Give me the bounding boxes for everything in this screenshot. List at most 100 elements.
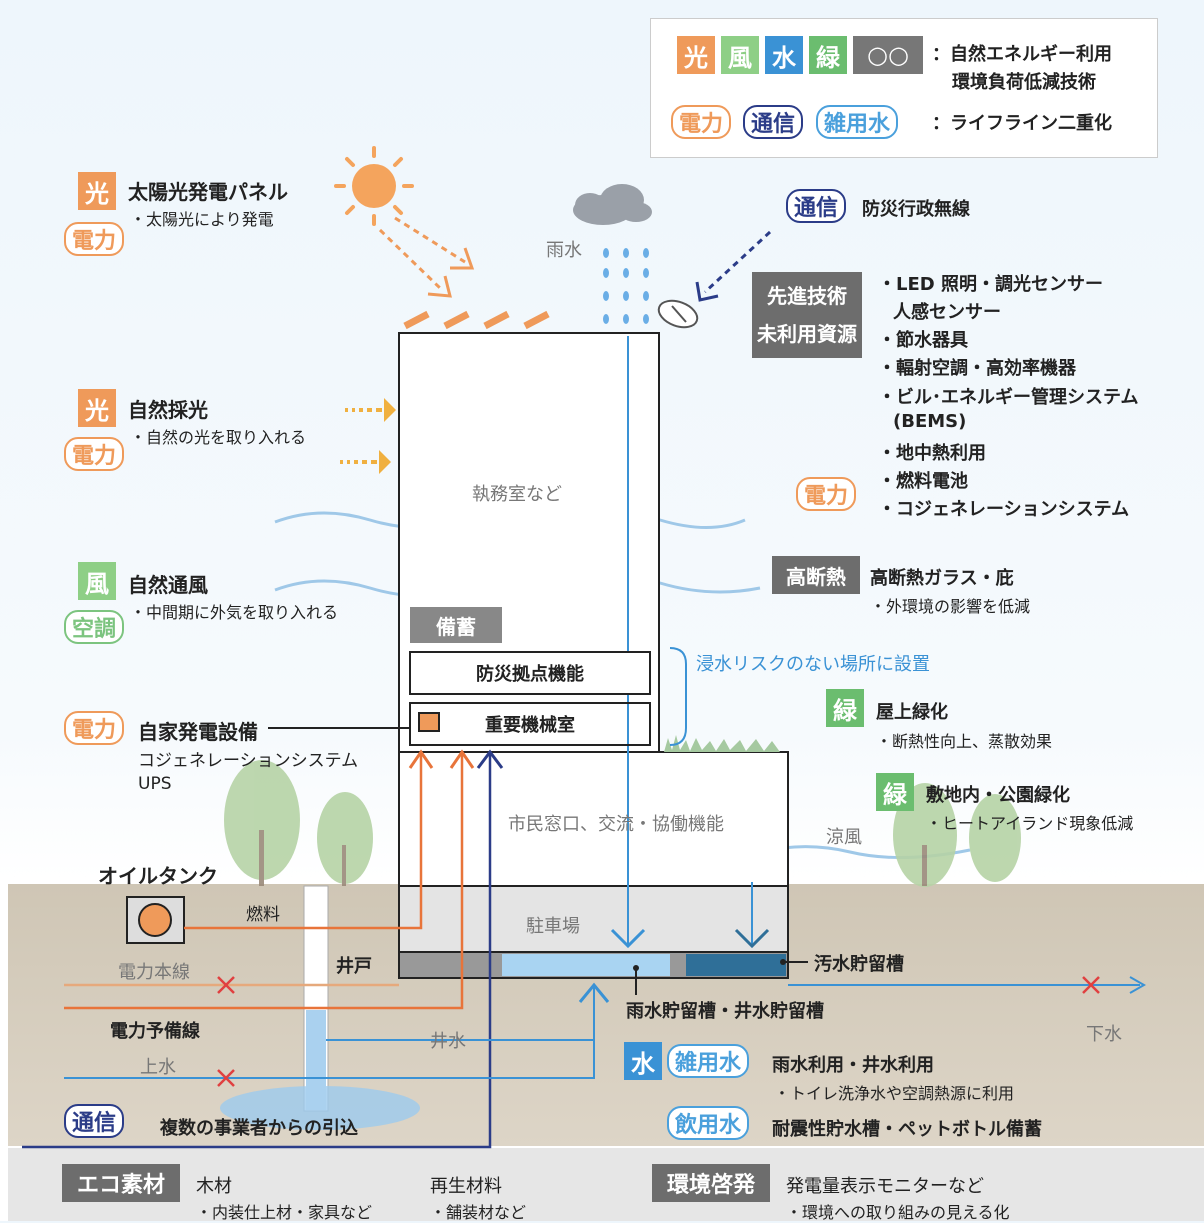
insulation-title: 高断熱ガラス・庇: [870, 568, 1014, 589]
disaster-base-label: 防災拠点機能: [476, 664, 584, 685]
power-lines: [64, 752, 464, 1010]
advanced-label-1: 先進技術: [767, 284, 847, 308]
eco-wood: 木材: [196, 1176, 232, 1197]
parking-label: 駐車場: [526, 916, 580, 937]
power-backup-label: 電力予備線: [110, 1021, 200, 1042]
comm-line: [22, 752, 492, 1149]
wind-desc: ・中間期に外気を取り入れる: [130, 603, 339, 622]
insulation-label: 高断熱: [772, 556, 860, 594]
well-label: 井戸: [336, 956, 372, 977]
office-label: 執務室など: [472, 484, 562, 505]
sun-icon: [334, 146, 414, 226]
cloud-icon: [573, 184, 652, 225]
advanced-item-2: 人感センサー: [893, 302, 1001, 323]
rain-tank-label: 雨水貯留槽・井水貯留槽: [626, 1001, 824, 1022]
water-use-tag: 水: [624, 1042, 662, 1080]
water-supply-label: 上水: [140, 1057, 176, 1078]
solar-panels: [403, 310, 550, 330]
legend-eco-text-2: 環境負荷低減技術: [952, 72, 1096, 93]
roof-green-desc: ・断熱性向上、蒸散効果: [876, 732, 1053, 751]
legend-tag-green: 緑: [809, 36, 847, 74]
daylight-title: 自然採光: [128, 398, 208, 422]
citizen-label: 市民窓口、交流・協働機能: [508, 814, 724, 835]
generator-icon: [418, 712, 440, 732]
comm-pill: 通信: [64, 1104, 125, 1138]
site-green-tag: 緑: [876, 773, 914, 811]
antenna-dish-icon: [657, 299, 699, 329]
sunray-arrowhead-1: [450, 247, 475, 270]
flood-label: 浸水リスクのない場所に設置: [696, 654, 930, 675]
advanced-pill-power: 電力: [796, 477, 857, 511]
sewage-tank-label: 汚水貯留槽: [814, 954, 904, 975]
env-edu-text: 発電量表示モニターなど: [786, 1176, 984, 1197]
water-use-title: 雨水利用・井水利用: [772, 1055, 934, 1076]
trees: [224, 760, 1021, 887]
flood-bracket: [669, 647, 687, 746]
machine-room-label: 重要機械室: [485, 715, 575, 736]
advanced-label-2: 未利用資源: [757, 322, 857, 346]
generator-pill-power: 電力: [64, 711, 125, 745]
legend-pill-comm: 通信: [743, 105, 804, 139]
water-use-pill: 雑用水: [667, 1044, 750, 1078]
eco-recycled-desc: ・舗装材など: [430, 1203, 527, 1222]
solar-title: 太陽光発電パネル: [128, 180, 288, 204]
advanced-item-8: ・燃料電池: [878, 471, 968, 492]
site-green-desc: ・ヒートアイランド現象低減: [926, 814, 1134, 833]
rain-tank-fill: [502, 954, 670, 976]
cool-wind-label: 涼風: [826, 827, 862, 848]
legend-life-text: ：ライフライン二重化: [932, 113, 1112, 134]
disaster-base-box: 防災拠点機能: [409, 651, 651, 695]
advanced-item-9: ・コジェネレーションシステム: [878, 499, 1130, 520]
roof-grass: [664, 735, 780, 752]
radio-text: 防災行政無線: [862, 199, 970, 220]
wind-title: 自然通風: [128, 573, 208, 597]
cut-marks: [217, 976, 1100, 1087]
generator-line2: UPS: [138, 774, 172, 794]
generator-title: 自家発電設備: [138, 720, 258, 744]
comm-text: 複数の事業者からの引込: [160, 1118, 358, 1139]
basement-outline: [398, 885, 789, 953]
radio-arrow: [703, 230, 772, 294]
bottom-band: [8, 1148, 1204, 1221]
insulation-desc: ・外環境の影響を低減: [870, 597, 1031, 616]
legend-tag-water: 水: [765, 36, 803, 74]
generator-line1: コジェネレーションシステム: [138, 751, 359, 771]
daylight-arrows: [340, 408, 382, 464]
fuel-label: 燃料: [246, 905, 280, 925]
daylight-pill-power: 電力: [64, 437, 125, 471]
daylight-desc: ・自然の光を取り入れる: [130, 428, 307, 447]
advanced-label-box: 先進技術 未利用資源: [752, 272, 862, 358]
sewer-label: 下水: [1086, 1024, 1122, 1045]
legend-tag-other: ○○: [853, 36, 923, 74]
solar-desc: ・太陽光により発電: [130, 210, 274, 229]
advanced-item-4: ・輻射空調・高効率機器: [878, 358, 1076, 379]
advanced-item-7: ・地中熱利用: [878, 443, 986, 464]
site-green-title: 敷地内・公園緑化: [926, 785, 1070, 806]
legend-tag-light: 光: [677, 36, 715, 74]
solar-tag: 光: [78, 172, 116, 210]
wind-tag: 風: [78, 562, 116, 600]
drinking-pill: 飲用水: [667, 1106, 750, 1140]
legend-pill-power: 電力: [671, 105, 732, 139]
legend-tag-wind: 風: [721, 36, 759, 74]
eco-material-label: エコ素材: [62, 1164, 180, 1202]
sunray-arrowhead-2: [427, 275, 452, 298]
eco-recycled: 再生材料: [430, 1176, 502, 1197]
power-main-label: 電力本線: [118, 962, 190, 983]
env-edu-label: 環境啓発: [652, 1164, 770, 1202]
well-water-label: 井水: [430, 1031, 466, 1052]
advanced-item-1: ・LED 照明・調光センサー: [878, 274, 1103, 295]
raindrops: [603, 248, 649, 324]
advanced-item-3: ・節水器具: [878, 330, 968, 351]
machine-room-box: 重要機械室: [409, 702, 651, 746]
daylight-tag: 光: [78, 389, 116, 427]
advanced-item-5: ・ビル･エネルギー管理システム: [878, 387, 1139, 408]
oil-tank-label: オイルタンク: [98, 864, 218, 888]
solar-pill-power: 電力: [64, 222, 125, 256]
advanced-item-6: (BEMS): [893, 411, 967, 432]
env-edu-desc: ・環境への取り組みの見える化: [786, 1203, 1010, 1222]
water-use-desc: ・トイレ洗浄水や空調熱源に利用: [774, 1084, 1015, 1103]
roof-green-title: 屋上緑化: [876, 702, 948, 723]
sunray-arrows: [378, 216, 466, 290]
rain-label: 雨水: [546, 240, 582, 261]
